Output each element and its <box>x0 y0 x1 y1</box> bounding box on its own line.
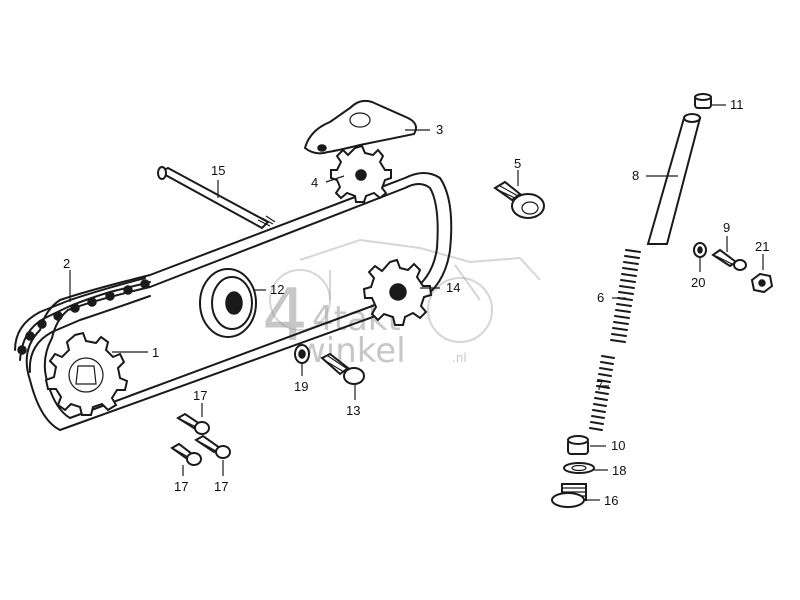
callout-10: 10 <box>611 438 625 453</box>
callout-7: 7 <box>596 378 603 393</box>
callout-2: 2 <box>63 256 70 271</box>
callout-4: 4 <box>311 175 318 190</box>
tensioner-shaft <box>157 166 276 230</box>
callout-16: 16 <box>604 493 618 508</box>
callout-11: 11 <box>730 97 744 112</box>
callout-17-upper: 17 <box>193 388 207 403</box>
idler-sprocket-large <box>362 258 433 326</box>
callout-1: 1 <box>152 345 159 360</box>
guide-bracket <box>303 99 417 155</box>
callout-17-right: 17 <box>214 479 228 494</box>
callout-15: 15 <box>211 163 225 178</box>
spring-6 <box>610 249 641 343</box>
callout-18: 18 <box>612 463 626 478</box>
callout-20: 20 <box>691 275 705 290</box>
washer-19-hole-icon <box>298 349 306 359</box>
bolt-9 <box>711 248 747 271</box>
callout-8: 8 <box>632 168 639 183</box>
leader-lines <box>69 104 764 501</box>
tensioner-pushrod <box>646 113 702 245</box>
callout-21: 21 <box>755 239 769 254</box>
idler-sprocket-small <box>330 144 392 203</box>
bolt-17-upper <box>176 412 210 435</box>
watermark-wheel-rear-icon <box>269 269 331 331</box>
plug-10 <box>567 435 589 455</box>
watermark-line-2: winkel <box>298 331 406 371</box>
callout-5: 5 <box>514 156 521 171</box>
watermark-wheel-front-icon <box>427 277 493 343</box>
callout-19: 19 <box>294 379 308 394</box>
cap-11 <box>694 93 712 109</box>
washer-20-hole-icon <box>697 246 703 254</box>
nut-21 <box>750 272 774 294</box>
callout-17-left: 17 <box>174 479 188 494</box>
crank-sprocket <box>44 331 129 416</box>
callout-6: 6 <box>597 290 604 305</box>
callouts: 1 2 3 4 5 6 7 8 9 10 11 12 13 14 15 16 1… <box>63 97 769 508</box>
washer-18 <box>563 462 595 474</box>
callout-14: 14 <box>446 280 460 295</box>
bolt-17-right <box>194 434 231 459</box>
bolt-5 <box>493 180 545 219</box>
callout-13: 13 <box>346 403 360 418</box>
callout-9: 9 <box>723 220 730 235</box>
callout-12: 12 <box>270 282 284 297</box>
bolt-13 <box>320 352 365 385</box>
tensioner-roller <box>199 268 257 338</box>
watermark-motorcycle-outline <box>299 238 541 301</box>
watermark-suffix: .nl <box>452 351 467 365</box>
spring-7 <box>589 355 615 431</box>
sealing-bolt-16 <box>551 483 587 508</box>
callout-3: 3 <box>436 122 443 137</box>
bolt-17-left <box>170 442 202 466</box>
